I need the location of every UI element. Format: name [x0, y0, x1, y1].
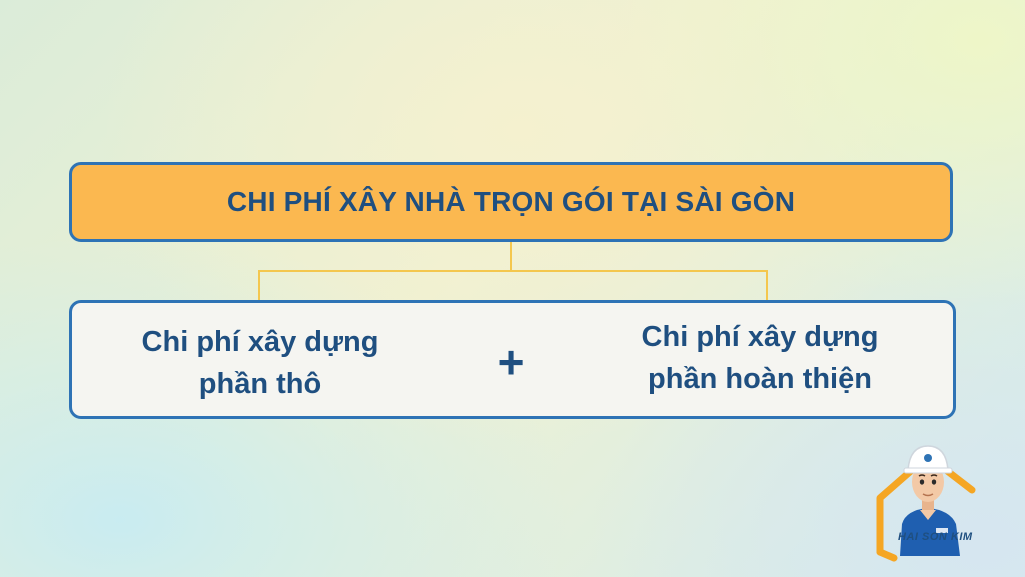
diagram-title: CHI PHÍ XÂY NHÀ TRỌN GÓI TẠI SÀI GÒN	[226, 186, 796, 217]
connector-bar	[258, 270, 768, 272]
mascot-logo	[876, 445, 976, 562]
rough-construction-cost: Chi phí xây dựng phần thô	[105, 321, 415, 405]
finishing-cost-line1: Chi phí xây dựng	[641, 321, 879, 353]
finishing-construction-cost: Chi phí xây dựng phần hoàn thiện	[610, 316, 910, 400]
logo-text: HAI SON KIM	[898, 531, 973, 543]
finishing-cost-line2: phần hoàn thiện	[648, 363, 872, 395]
rough-cost-line2: phần thô	[198, 368, 322, 400]
connector-stem	[510, 242, 512, 270]
connector-left	[258, 270, 260, 300]
plus-sign: +	[497, 336, 525, 388]
worker-shirt-icon	[900, 508, 960, 556]
title-box: CHI PHÍ XÂY NHÀ TRỌN GÓI TẠI SÀI GÒN	[69, 162, 953, 242]
rough-cost-line1: Chi phí xây dựng	[141, 326, 379, 358]
components-box	[69, 300, 956, 419]
connector-right	[766, 270, 768, 300]
